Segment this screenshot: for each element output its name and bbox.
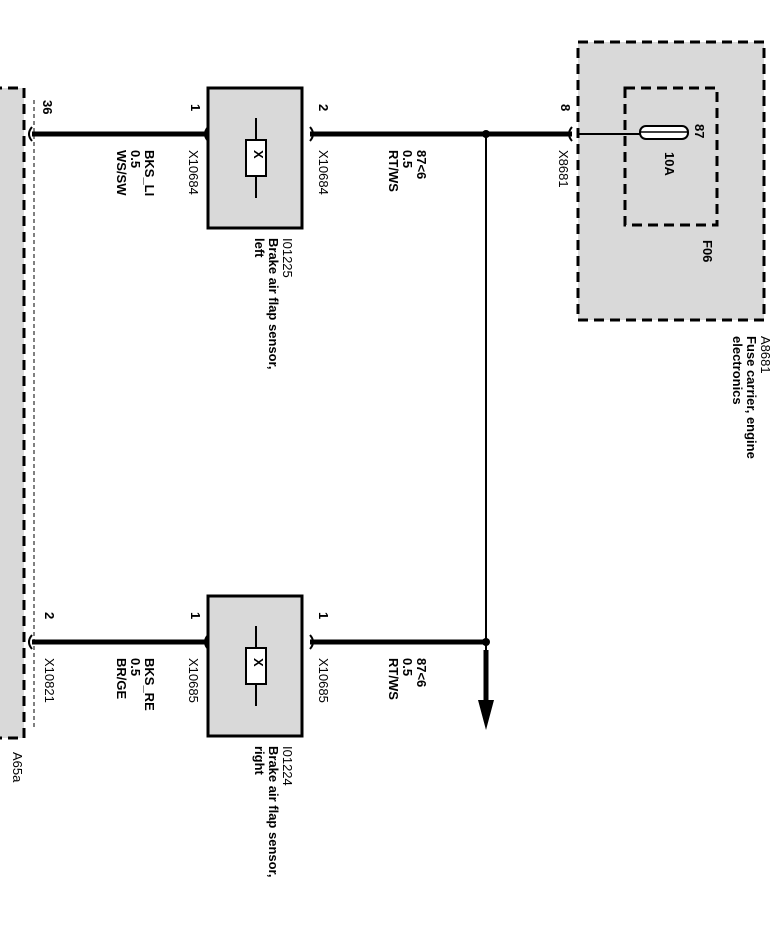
sensor-right-component xyxy=(206,594,304,738)
splice-dot-top xyxy=(482,130,490,138)
control-unit-component xyxy=(0,86,35,740)
fuse-icon xyxy=(639,125,689,140)
sensor-left-component xyxy=(206,86,304,230)
connector-pin-x10685-1a xyxy=(309,634,314,650)
fuse-carrier-component xyxy=(576,40,766,322)
fuse-f06-frame xyxy=(623,86,719,227)
connector-pin-a65a-36 xyxy=(28,126,33,142)
connector-pin-x8681 xyxy=(568,126,573,142)
continuation-arrow-icon xyxy=(478,700,494,730)
connector-pin-x10821-2 xyxy=(28,634,33,650)
connector-pin-x10684-2 xyxy=(309,126,314,142)
